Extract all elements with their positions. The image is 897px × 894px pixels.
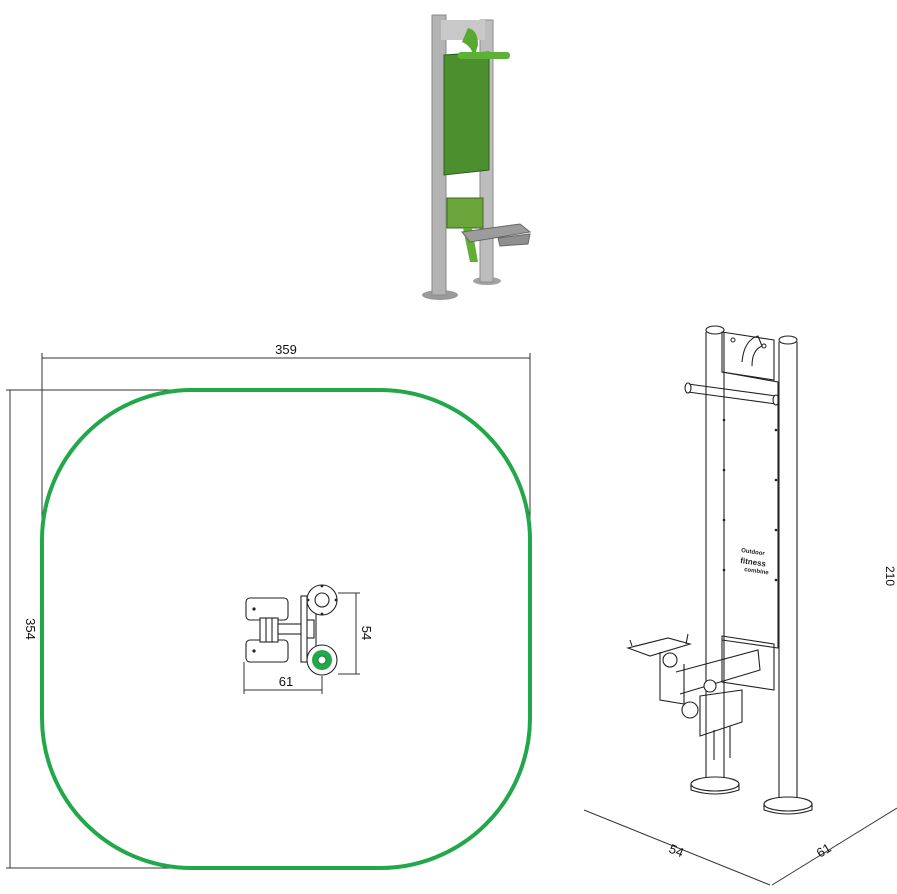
equipment-footprint: [245, 584, 338, 676]
safety-zone-outline: [40, 388, 532, 870]
iso-width-dimension-line: [771, 807, 897, 886]
isometric-view: Outdoor fitness combine 54 61 210: [583, 325, 897, 886]
plan-view: 359 354: [6, 342, 532, 870]
iso-depth-label: 54: [667, 841, 686, 860]
panel-brand-line-1: Outdoor: [741, 548, 766, 557]
iso-width-label: 61: [814, 840, 834, 860]
panel-brand-line-2: fitness: [740, 556, 767, 569]
equipment-render: [392, 5, 557, 305]
iso-height-label: 210: [883, 566, 897, 586]
base-depth-label: 54: [359, 626, 374, 640]
panel-brand-line-3: combine: [744, 567, 770, 576]
plan-height-label: 354: [23, 618, 38, 640]
iso-depth-dimension-line: [583, 809, 771, 886]
plan-width-label: 359: [275, 342, 297, 357]
base-width-label: 61: [279, 674, 293, 689]
